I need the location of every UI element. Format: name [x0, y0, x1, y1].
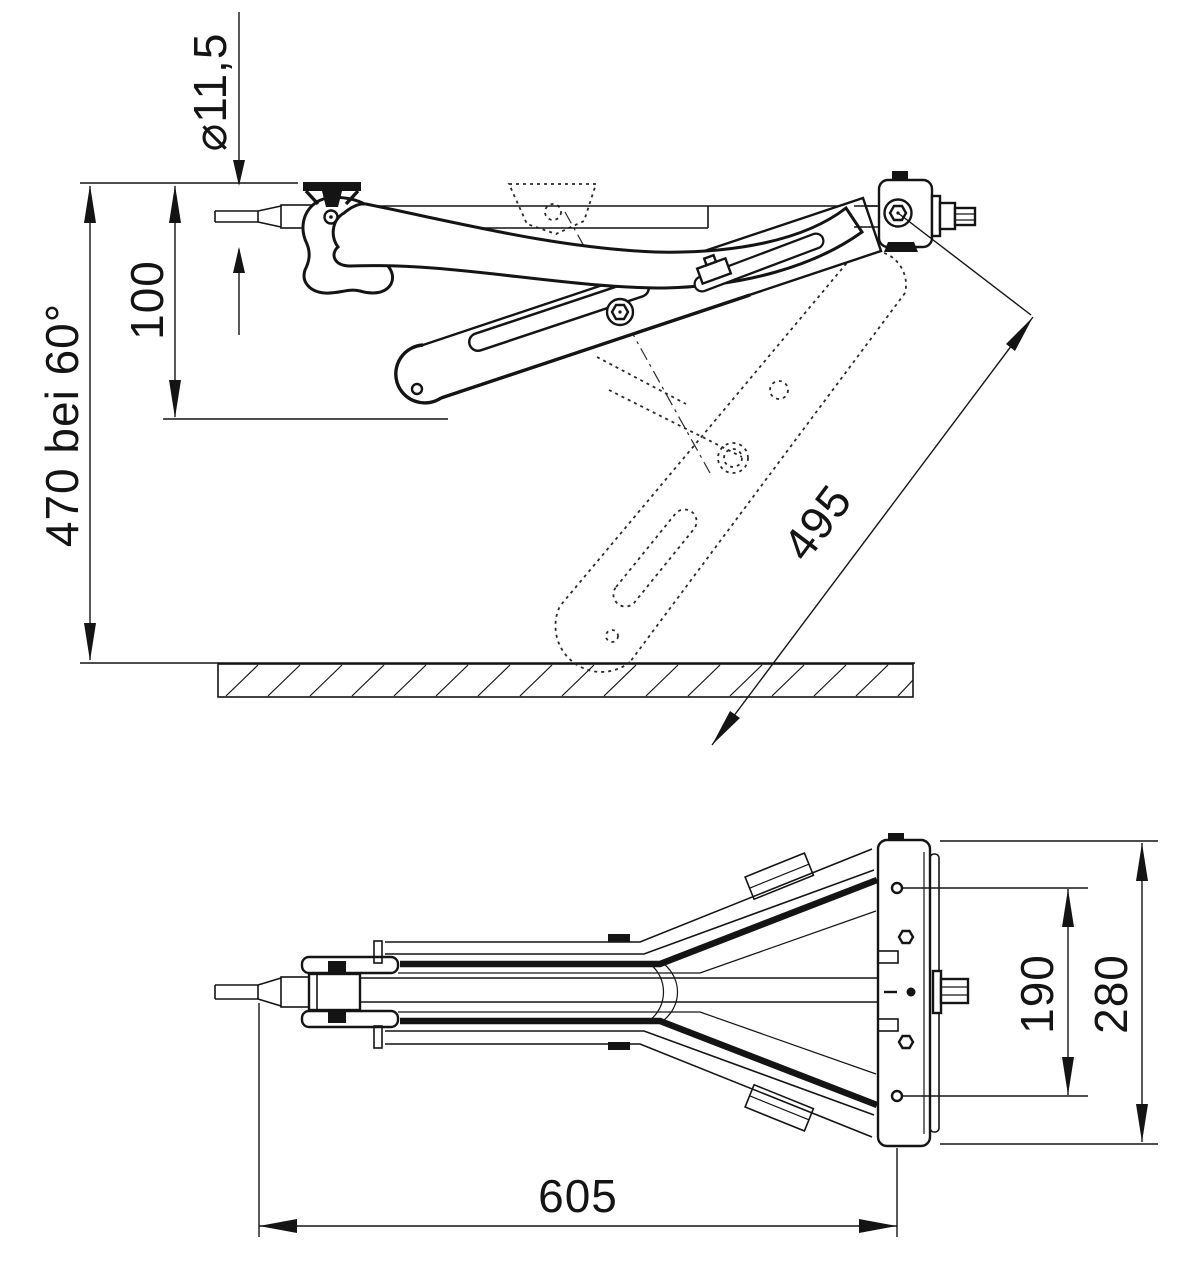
- side-view: ⌀11,5 100 470 bei 60° 495: [36, 12, 1034, 746]
- pivot-block: [877, 171, 977, 252]
- plan-frame: [373, 848, 879, 1138]
- dim-offset-height: 100: [121, 185, 181, 418]
- plan-crank-rod: [214, 972, 362, 1012]
- dim-offset-height-label: 100: [121, 260, 173, 340]
- lever-arm: [331, 202, 865, 293]
- arm-brace-top: [744, 851, 815, 901]
- phantom-foot-bracket: [507, 183, 598, 235]
- dim-overall-length: 605: [258, 1003, 898, 1237]
- dim-leg-length: 495: [711, 212, 1034, 746]
- ground: [80, 662, 915, 698]
- dim-spindle-diameter: ⌀11,5: [184, 12, 245, 335]
- dim-extended-height-label: 470 bei 60°: [36, 303, 88, 547]
- crank-bracket: [303, 182, 361, 207]
- dim-overall-length-label: 605: [538, 1170, 618, 1222]
- dim-extended-height: 470 bei 60°: [36, 185, 96, 661]
- plan-view: 605 190 280: [214, 833, 1158, 1237]
- plan-spindle: [360, 963, 878, 1021]
- dim-plate-height-label: 280: [1085, 954, 1137, 1034]
- dim-plate-height: 280: [940, 840, 1158, 1145]
- clamp-screw: [695, 253, 733, 286]
- mount-plate: [876, 833, 970, 1148]
- phantom-leg: [507, 183, 907, 673]
- ground-hatch: [225, 664, 914, 697]
- dim-spindle-diameter-label: ⌀11,5: [184, 33, 236, 152]
- center-pivot-bolt: [605, 297, 635, 327]
- dim-hole-spacing: 190: [903, 887, 1088, 1097]
- arm-brace-bottom: [744, 1083, 815, 1133]
- phantom-centerline: [564, 211, 711, 474]
- dim-hole-spacing-label: 190: [1011, 954, 1063, 1034]
- dim-leg-length-label: 495: [772, 475, 862, 570]
